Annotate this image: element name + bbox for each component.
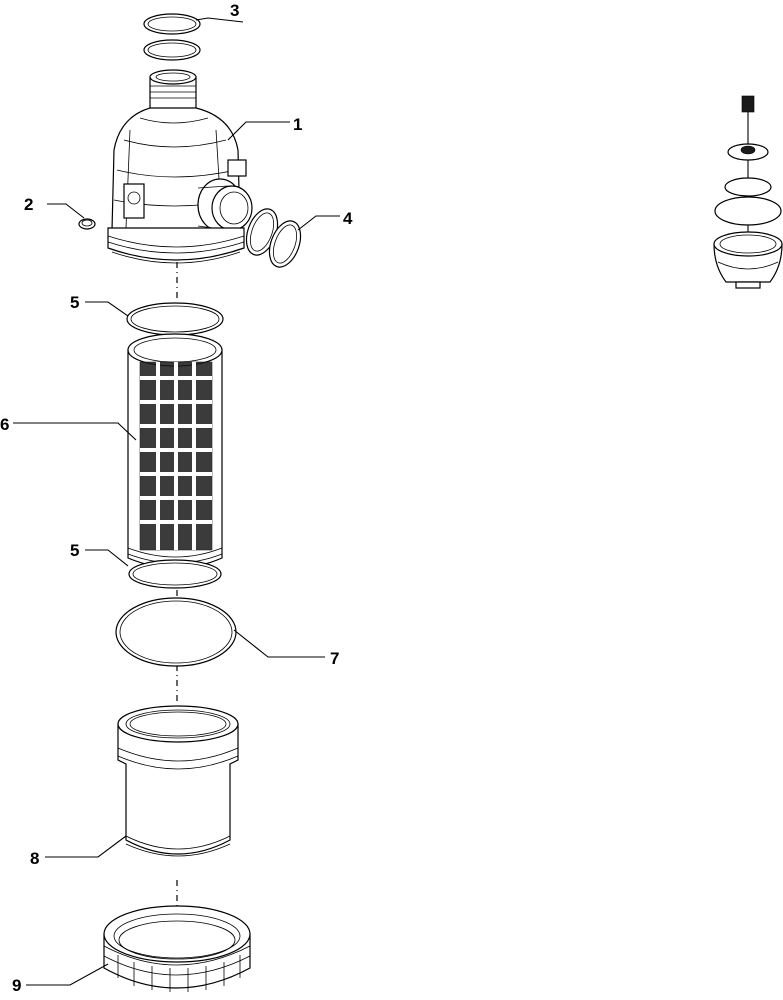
callout-8: 8 <box>30 849 39 868</box>
detail-valve-assembly <box>713 95 783 289</box>
callout-4: 4 <box>343 209 353 228</box>
part-8-filter-bowl <box>117 705 239 857</box>
callout-labels: 3 1 2 4 5 6 5 7 8 9 <box>0 1 353 995</box>
callout-3: 3 <box>230 1 239 20</box>
part-6-filter-element <box>127 333 223 569</box>
part-7-large-o-ring <box>115 597 237 667</box>
part-5-o-ring-top <box>126 302 224 336</box>
part-2-plug <box>78 218 96 230</box>
leader-lines <box>13 17 340 986</box>
callout-2: 2 <box>24 195 33 214</box>
callout-6: 6 <box>0 415 9 434</box>
part-3-o-rings <box>143 13 201 61</box>
part-4-o-rings <box>245 208 302 268</box>
callout-7: 7 <box>330 649 339 668</box>
part-5-o-ring-bottom <box>128 559 222 589</box>
callout-1: 1 <box>293 115 302 134</box>
part-1-filter-head <box>107 69 253 264</box>
callout-5-top: 5 <box>70 293 79 312</box>
part-9-ring-nut <box>103 905 251 992</box>
callout-5-bottom: 5 <box>70 541 79 560</box>
callout-9: 9 <box>12 976 21 995</box>
